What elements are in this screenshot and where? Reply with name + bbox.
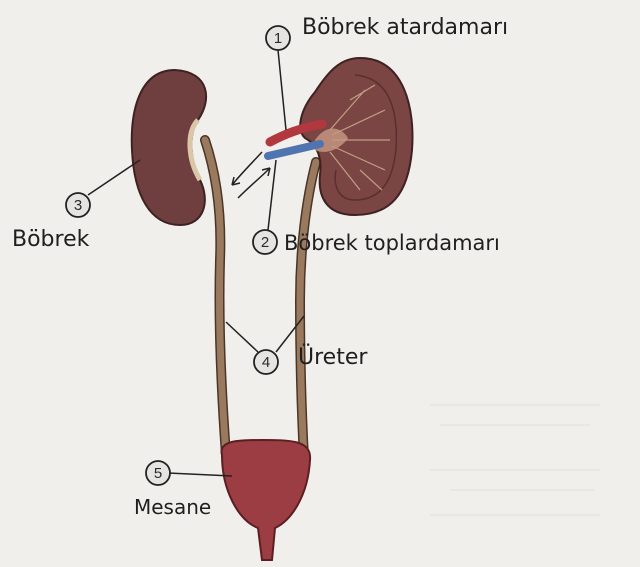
marker-3: 3: [66, 193, 90, 217]
paper-texture: [430, 405, 600, 515]
leader-4a: [226, 322, 258, 352]
svg-text:3: 3: [74, 197, 82, 214]
left-kidney: [132, 70, 206, 225]
right-kidney-section: [300, 58, 412, 215]
ureters: [205, 140, 316, 458]
label-ureter: Üreter: [298, 344, 368, 370]
marker-1: 1: [266, 26, 290, 50]
marker-4: 4: [254, 350, 278, 374]
leader-1: [278, 50, 286, 130]
marker-5: 5: [146, 461, 170, 485]
flow-arrows-icon: [232, 152, 270, 198]
svg-text:5: 5: [154, 465, 162, 482]
svg-text:2: 2: [261, 234, 269, 251]
marker-2: 2: [253, 230, 277, 254]
renal-vein: [268, 144, 320, 156]
bladder: [222, 440, 311, 560]
leader-3: [88, 160, 140, 195]
label-kidney: Böbrek: [12, 227, 90, 252]
label-renal-artery: Böbrek atardamarı: [302, 15, 508, 40]
svg-text:1: 1: [274, 30, 282, 47]
svg-text:4: 4: [262, 354, 270, 371]
label-renal-vein: Böbrek toplardamarı: [284, 231, 500, 255]
leader-5: [168, 473, 232, 476]
label-bladder: Mesane: [134, 495, 211, 519]
